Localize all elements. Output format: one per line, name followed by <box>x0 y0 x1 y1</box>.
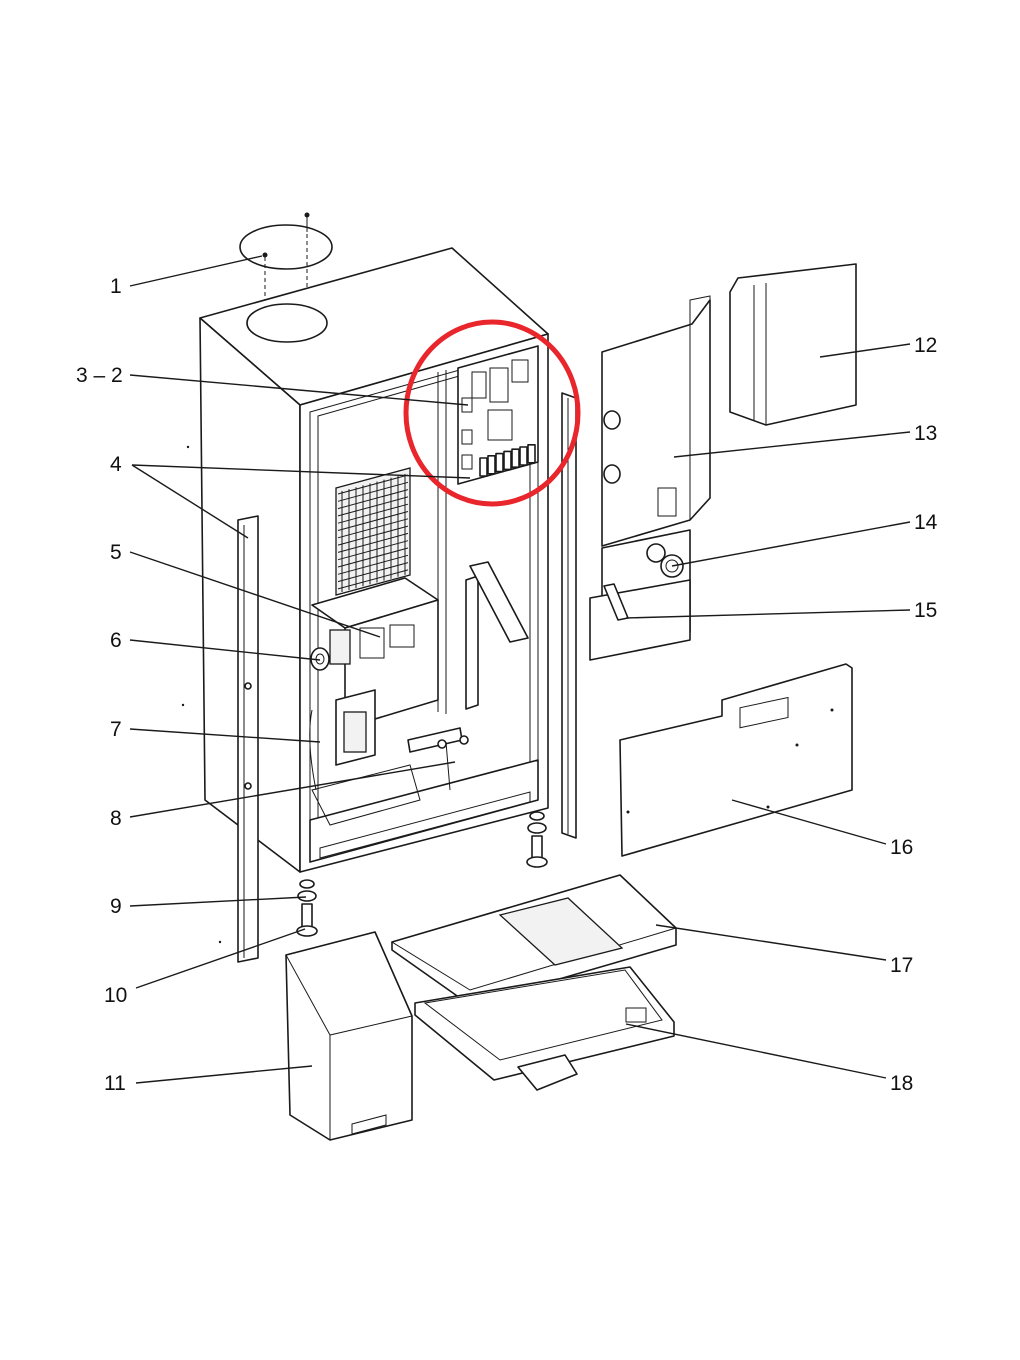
highlight-circle <box>403 319 581 507</box>
part-16-door-panel <box>619 663 853 857</box>
leader-8 <box>129 761 456 818</box>
leader-14 <box>671 521 911 567</box>
relay-block <box>503 450 512 471</box>
relay-block <box>495 452 504 473</box>
leader-4a <box>131 464 249 539</box>
part-12-panel <box>729 263 857 426</box>
relay-block <box>479 457 488 477</box>
part-15-bracket <box>589 579 691 661</box>
inner-rail <box>465 561 529 710</box>
leader-17 <box>655 924 887 961</box>
leader-3-2 <box>129 374 469 406</box>
leader-1 <box>129 255 263 287</box>
grille-slat <box>337 540 409 561</box>
callout-14: 14 <box>914 511 938 534</box>
leader-6 <box>129 639 321 661</box>
part-4-left-rail <box>237 515 259 963</box>
relay-block <box>527 443 536 464</box>
callout-6: 6 <box>110 629 122 652</box>
part-13-side-panel <box>601 295 711 547</box>
leader-10 <box>135 928 306 989</box>
grille-slat <box>337 489 409 510</box>
callout-1: 1 <box>110 275 122 298</box>
grille-slat <box>337 496 409 517</box>
leader-9 <box>129 896 307 907</box>
part-8-bracket <box>407 727 469 791</box>
leader-lines <box>129 255 911 1084</box>
grille-slat <box>337 474 409 495</box>
callout-labels: 1 3 – 2 4 5 6 7 8 9 10 11 12 13 14 15 16… <box>76 275 938 1095</box>
part-18-tray-base <box>414 966 675 1091</box>
callout-15: 15 <box>914 599 937 622</box>
ventilation-grille <box>335 467 411 596</box>
part-7-transformer <box>309 689 376 791</box>
grille-slat <box>337 481 409 502</box>
leader-18 <box>625 1023 887 1079</box>
relay-block <box>511 448 520 469</box>
grille-slat <box>337 503 409 524</box>
leader-4b <box>131 464 471 479</box>
callout-5: 5 <box>110 541 122 564</box>
leader-12 <box>819 343 911 358</box>
callout-18: 18 <box>890 1072 913 1095</box>
relay-block <box>519 446 528 466</box>
leader-15 <box>625 609 911 619</box>
callout-13: 13 <box>914 422 937 445</box>
callout-4: 4 <box>110 453 122 476</box>
callout-7: 7 <box>110 718 122 741</box>
callout-16: 16 <box>890 836 913 859</box>
callout-3-2: 3 – 2 <box>76 364 123 387</box>
relay-block <box>487 454 496 475</box>
leader-5 <box>129 551 381 638</box>
callout-10: 10 <box>104 984 127 1007</box>
part-1-top-cover <box>239 212 333 345</box>
grille-slat <box>337 525 409 546</box>
callout-8: 8 <box>110 807 122 830</box>
grille-slat <box>337 569 409 590</box>
part-11-waste-bin <box>285 931 413 1141</box>
callout-17: 17 <box>890 954 913 977</box>
leader-16 <box>731 799 887 845</box>
callout-11: 11 <box>104 1072 126 1095</box>
leader-11 <box>135 1065 313 1084</box>
callout-12: 12 <box>914 334 937 357</box>
part-9-nut <box>297 811 547 902</box>
part-3-2-control-board <box>457 345 539 485</box>
part-4-right-rail <box>561 392 577 839</box>
grille-slat <box>337 511 409 531</box>
grille-slat <box>337 547 409 568</box>
leader-7 <box>129 728 321 743</box>
leader-13 <box>673 431 911 458</box>
callout-9: 9 <box>110 895 122 918</box>
grille-slat <box>337 554 409 575</box>
grille-slat <box>337 518 409 539</box>
grille-slat <box>337 562 409 583</box>
grille-slat <box>337 532 409 553</box>
part-10-foot <box>296 835 548 937</box>
